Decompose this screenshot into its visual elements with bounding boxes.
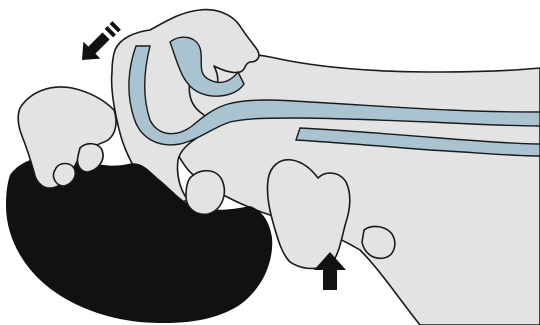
ear <box>186 171 224 215</box>
chin-lift-hand <box>267 160 349 269</box>
